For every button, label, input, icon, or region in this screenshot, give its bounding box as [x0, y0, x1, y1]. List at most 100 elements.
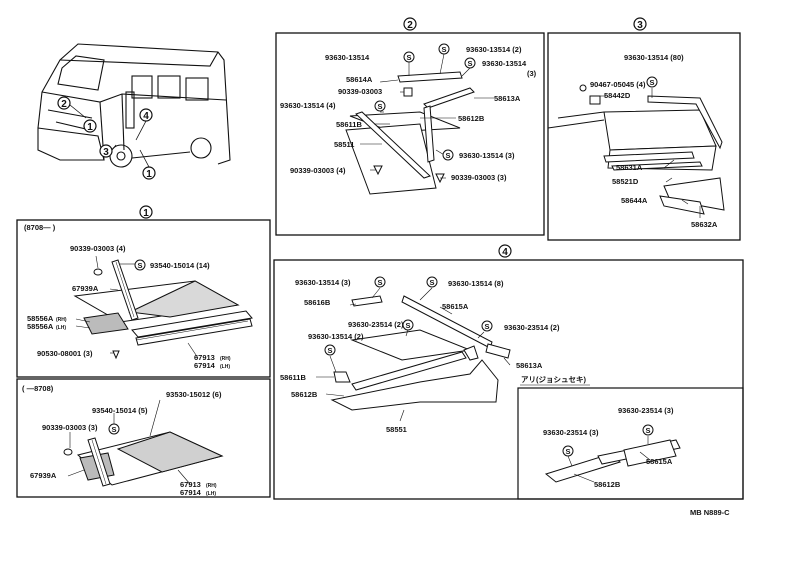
panel-2-label-a: 93630-13514: [325, 53, 370, 62]
panel-4-frame: [273, 259, 744, 500]
panel-3-frame: [547, 32, 741, 241]
panel-2-label-l: 90339-03003 (4): [290, 166, 346, 175]
panel-4-label-i: 58611B: [280, 373, 306, 382]
panel-1-bottom-label-a: 93530-15012 (6): [166, 390, 222, 399]
panel-3-leaders: [600, 88, 701, 218]
panel-2-leaders: [360, 53, 494, 179]
panel-2-label-e: 90339-03003: [338, 87, 382, 96]
panel-1-bottom-label-c: 90339-03003 (3): [42, 423, 98, 432]
panel-1-bottom-label-g: 67913: [180, 480, 201, 489]
svg-text:S: S: [327, 346, 332, 355]
panel-3-label-f: 58644A: [621, 196, 648, 205]
panel-3-label-g: 58632A: [691, 220, 718, 229]
panel-2-label-i: 58611B: [336, 120, 362, 129]
svg-text:S: S: [565, 447, 570, 456]
panel-3-label-b: 90467-05045 (4): [590, 80, 646, 89]
panel-1-bottom: ( —8708) 93530-15012 (6) 93540-15014 (5)…: [16, 378, 271, 498]
panel-3-drawing: [547, 84, 725, 215]
panel-2-label-b: 93630-13514 (2): [466, 45, 522, 54]
overview-callout-3: 3: [103, 147, 109, 158]
svg-text:S: S: [467, 59, 472, 68]
floor-mat-top-drawing: [73, 259, 253, 360]
panel-1-top-label-d: 58556A: [27, 314, 54, 323]
panel-4-label-k: 58551: [386, 425, 407, 434]
panel-1-top-label-b: 93540-15014 (14): [150, 261, 210, 270]
panel-1-bottom-label-b: 93540-15014 (5): [92, 406, 148, 415]
overview-callout-1a: 1: [87, 122, 93, 133]
panel-1-bottom-label-h-suffix: (LH): [206, 491, 216, 497]
panel-3-number: 3: [637, 20, 643, 31]
panel-2-label-c: 93630-13514: [482, 59, 527, 68]
panel-2-label-f: 58613A: [494, 94, 521, 103]
floor-mat-bottom-drawing: [63, 431, 224, 487]
panel-4-label-j: 58612B: [291, 390, 318, 399]
svg-text:S: S: [441, 45, 446, 54]
panel-1-bottom-label-g-suffix: (RH): [206, 483, 217, 489]
panel-4-leaders: [316, 287, 511, 422]
bolt-symbol: S: [134, 259, 146, 271]
svg-text:S: S: [484, 322, 489, 331]
panel-4-inset-label-a: 93630-23514 (3): [618, 406, 674, 415]
panel-2-label-m: 90339-03003 (3): [451, 173, 507, 182]
svg-text:S: S: [405, 321, 410, 330]
panel-2-drawing: [345, 71, 475, 195]
bolt-symbol: S: [562, 445, 574, 457]
panel-1-top-label-h-suffix: (LH): [220, 364, 230, 370]
panel-4-inset-label-b: 93630-23514 (3): [543, 428, 599, 437]
panel-4-number: 4: [502, 247, 508, 258]
panel-1-top-label-h: 67914: [194, 361, 216, 370]
panel-1-top-label-e: 58556A: [27, 322, 54, 331]
panel-1-top-label-e-suffix: (LH): [56, 325, 66, 331]
panel-1-top-label-f: 90530-08001 (3): [37, 349, 93, 358]
panel-4-inset-title: アリ(ジョシュセキ): [521, 375, 586, 384]
panel-2-label-g: 93630-13514 (4): [280, 101, 336, 110]
panel-4-drawing: [330, 295, 511, 411]
panel-3-label-d: 58631A: [616, 163, 643, 172]
bolt-symbol: S: [108, 423, 120, 435]
panel-1-top: (8708— ) 90339-03003 (4) S 93540-15014 (…: [16, 219, 271, 378]
panel-2-frame: [275, 32, 545, 236]
panel-4-label-d: 58615A: [442, 302, 469, 311]
panel-2-label-c2: (3): [527, 69, 537, 78]
panel-1-top-label-g-suffix: (RH): [220, 356, 231, 362]
panel-1-top-label-a: 90339-03003 (4): [70, 244, 126, 253]
panel-4-inset-label-c: 58615A: [646, 457, 673, 466]
panel-4-label-a: 93630-13514 (3): [295, 278, 351, 287]
bolt-symbol: S: [442, 149, 454, 161]
svg-text:S: S: [111, 425, 116, 434]
bolt-symbol: S: [438, 43, 450, 55]
panel-4-inset-label-d: 58612B: [594, 480, 621, 489]
panel-3-label-c: 58442D: [604, 91, 631, 100]
svg-text:S: S: [406, 53, 411, 62]
panel-4-label-b: 93630-13514 (8): [448, 279, 504, 288]
panel-1-bottom-leaders: [67, 399, 191, 485]
panel-1-bottom-frame: [16, 378, 271, 498]
svg-text:S: S: [445, 151, 450, 160]
panel-4-inset-leaders: [567, 436, 651, 483]
panel-1-bottom-date-range: ( —8708): [22, 384, 54, 393]
bolt-symbol: S: [374, 276, 386, 288]
panel-2-label-j: 58511: [334, 140, 354, 149]
panel-4-label-h: 58613A: [516, 361, 543, 370]
panel-1-number: 1: [143, 208, 149, 219]
svg-text:S: S: [377, 278, 382, 287]
panel-3: 3 93630-13514 (80) S 90467-05045 (4) 584…: [547, 17, 741, 241]
panel-1-top-label-d-suffix: (RH): [56, 317, 67, 323]
panel-4-label-c: 58616B: [304, 298, 331, 307]
overview-callout-4: 4: [143, 111, 149, 122]
svg-text:S: S: [649, 78, 654, 87]
panel-4-inset-drawing: [544, 439, 681, 483]
svg-text:S: S: [429, 278, 434, 287]
bolt-symbol: S: [464, 57, 476, 69]
panel-4-label-f: 93630-23514 (2): [504, 323, 560, 332]
panel-2-number: 2: [407, 20, 413, 31]
panel-2: 2 93630-13514 S S 93630-13514 (2) S 9363…: [275, 17, 545, 236]
diagram-code: MB N889-C: [690, 508, 730, 517]
panel-2-label-k: 93630-13514 (3): [459, 151, 515, 160]
overview-callout-2: 2: [61, 99, 67, 110]
bolt-symbol: S: [324, 344, 336, 356]
panel-1-top-label-c: 67939A: [72, 284, 99, 293]
panel-4-label-e: 93630-23514 (2): [348, 320, 404, 329]
panel-3-label-e: 58521D: [612, 177, 639, 186]
